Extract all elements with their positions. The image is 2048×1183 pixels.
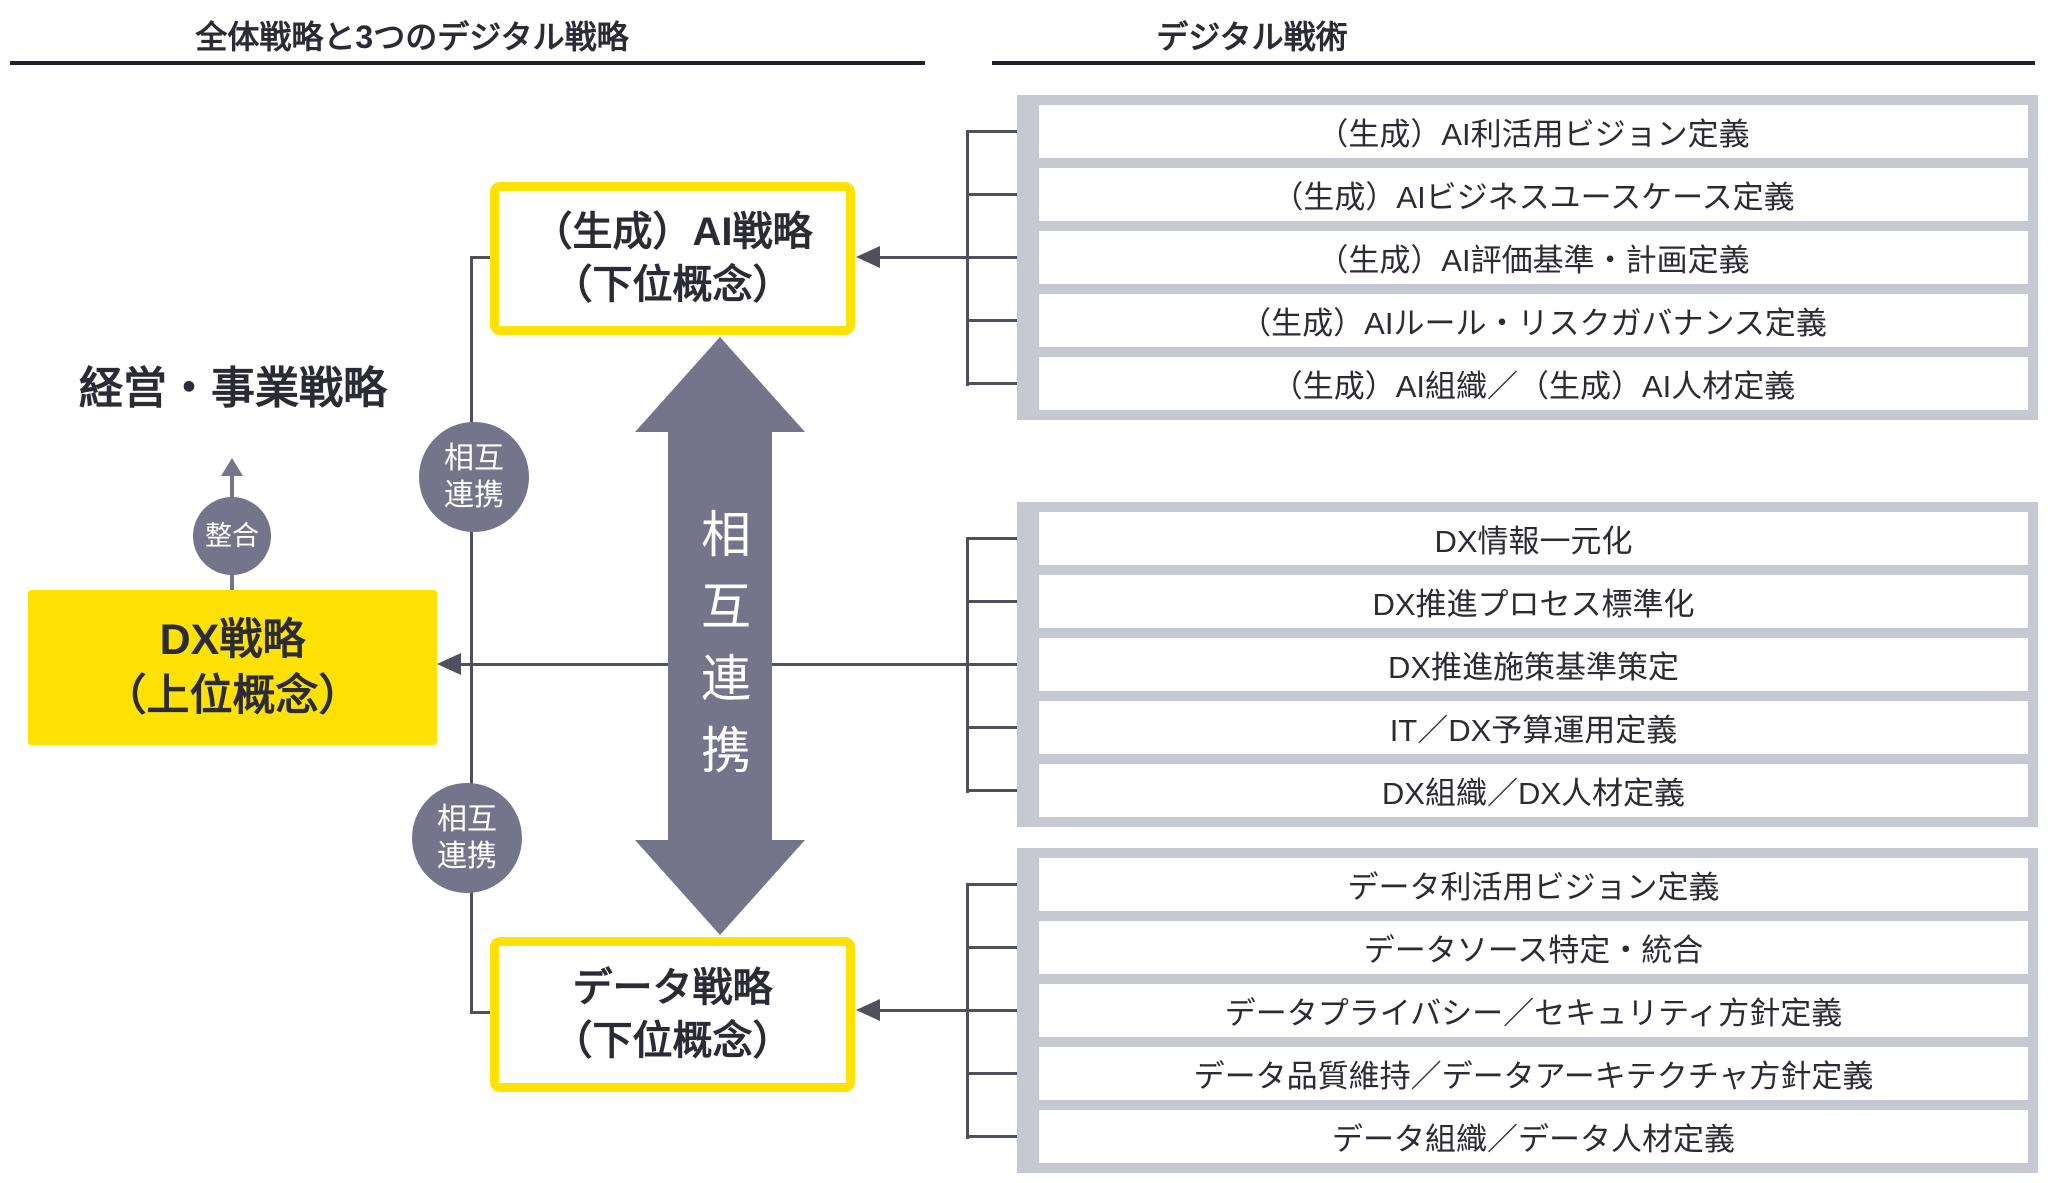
dx-strategy-line2: （上位概念）: [103, 671, 362, 720]
arrow-line-to-ai-box: [878, 256, 968, 259]
tactic-row: データソース特定・統合: [1039, 921, 2028, 974]
tactic-row: （生成）AIルール・リスクガバナンス定義: [1039, 294, 2028, 347]
arrowhead-left-icon: [856, 999, 880, 1021]
alignment-badge-label: 整合: [205, 521, 259, 551]
left-title-underline: [10, 61, 925, 65]
dx-strategy-box: DX戦略 （上位概念）: [28, 590, 437, 745]
alignment-connector-lower: [230, 573, 234, 591]
badge-bottom-line2: 連携: [437, 840, 497, 873]
bracket-stub: [966, 130, 1017, 133]
tactic-row: データ利活用ビジョン定義: [1039, 858, 2028, 911]
right-title-underline: [992, 61, 2035, 65]
mutual-link-badge-top: 相互 連携: [419, 422, 529, 532]
badge-top-line1: 相互: [444, 442, 504, 475]
left-column-title: 全体戦略と3つのデジタル戦略: [195, 19, 629, 55]
badge-top-line2: 連携: [444, 479, 504, 512]
tactic-row: データ品質維持／データアーキテクチャ方針定義: [1039, 1047, 2028, 1100]
arrowhead-left-icon: [856, 246, 880, 268]
tactic-row: DX推進施策基準策定: [1039, 638, 2028, 691]
data-strategy-line1: データ戦略: [572, 965, 773, 1010]
tactic-row: （生成）AI利活用ビジョン定義: [1039, 105, 2028, 158]
right-column-title: デジタル戦術: [1156, 19, 1348, 55]
bracket-stub: [966, 663, 1017, 666]
bracket-stub: [966, 1135, 1017, 1138]
tactic-row: （生成）AI組織／（生成）AI人材定義: [1039, 357, 2028, 410]
alignment-connector-upper: [230, 474, 234, 500]
bracket-stub: [966, 193, 1017, 196]
ai-strategy-line2: （下位概念）: [552, 262, 793, 307]
bracket-stub: [966, 382, 1017, 385]
tactic-row: IT／DX予算運用定義: [1039, 701, 2028, 754]
arrow-line-to-data-box: [878, 1009, 968, 1012]
tactic-row: DX情報一元化: [1039, 512, 2028, 565]
ai-strategy-box: （生成）AI戦略 （下位概念）: [490, 182, 855, 335]
alignment-badge: 整合: [193, 497, 271, 575]
bracket-stub: [966, 789, 1017, 792]
bracket-stub: [966, 319, 1017, 322]
bracket-stub: [966, 1009, 1017, 1012]
tactic-group-data: データ利活用ビジョン定義 データソース特定・統合 データプライバシー／セキュリテ…: [1017, 848, 2038, 1173]
elbow-bottom-segment: [470, 1011, 491, 1014]
tactic-row: DX推進プロセス標準化: [1039, 575, 2028, 628]
arrowhead-left-icon: [437, 653, 461, 675]
mutual-link-badge-bottom: 相互 連携: [412, 783, 522, 893]
data-strategy-line2: （下位概念）: [552, 1018, 793, 1063]
tactic-row: （生成）AIビジネスユースケース定義: [1039, 168, 2028, 221]
tactic-row: （生成）AI評価基準・計画定義: [1039, 231, 2028, 284]
tactic-row: データプライバシー／セキュリティ方針定義: [1039, 984, 2028, 1037]
bracket-stub: [966, 726, 1017, 729]
bracket-stub: [966, 1072, 1017, 1075]
data-strategy-box: データ戦略 （下位概念）: [490, 937, 855, 1092]
bracket-stub: [966, 600, 1017, 603]
bracket-stub: [966, 537, 1017, 540]
mutual-link-arrow-label: 相互連携: [694, 508, 750, 796]
bracket-stub: [966, 883, 1017, 886]
badge-bottom-line1: 相互: [437, 803, 497, 836]
elbow-vertical-segment: [470, 256, 473, 1014]
tactic-row: DX組織／DX人材定義: [1039, 764, 2028, 817]
elbow-top-segment: [470, 256, 491, 259]
arrow-up-icon: [221, 458, 243, 476]
dx-strategy-line1: DX戦略: [159, 615, 306, 664]
business-strategy-title: 経営・事業戦略: [79, 364, 387, 413]
tactic-group-dx: DX情報一元化 DX推進プロセス標準化 DX推進施策基準策定 IT／DX予算運用…: [1017, 502, 2038, 827]
tactic-group-generative-ai: （生成）AI利活用ビジョン定義 （生成）AIビジネスユースケース定義 （生成）A…: [1017, 95, 2038, 420]
ai-strategy-line1: （生成）AI戦略: [532, 209, 813, 254]
tactic-row: データ組織／データ人材定義: [1039, 1110, 2028, 1163]
bracket-stub: [966, 256, 1017, 259]
bracket-stub: [966, 946, 1017, 949]
